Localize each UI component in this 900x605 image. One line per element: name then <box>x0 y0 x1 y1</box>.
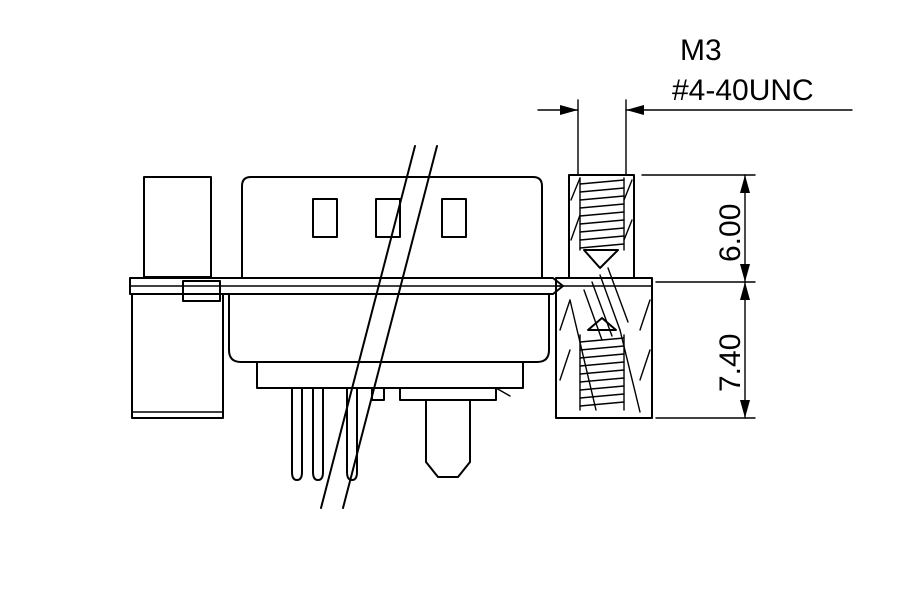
break-lines <box>320 145 438 509</box>
insulator-base <box>256 361 524 389</box>
dimension-lower-value: 7.40 <box>714 334 747 392</box>
left-clip <box>182 280 221 302</box>
callout-thread-label: #4-40UNC <box>672 74 814 107</box>
arrow-upper-top <box>740 175 750 193</box>
break-line-2 <box>342 145 438 509</box>
tab-chamfer <box>495 387 511 397</box>
arrow-lower-bottom <box>740 400 750 418</box>
upper-thread <box>579 177 625 269</box>
left-post-upper <box>143 176 212 278</box>
connector-shell <box>241 176 543 279</box>
insulator-body <box>228 293 550 401</box>
pin-1 <box>291 387 303 481</box>
standoff-section <box>555 174 653 419</box>
arrow-right <box>626 105 644 115</box>
mounting-flange <box>129 277 564 295</box>
height-dimensions <box>641 174 756 419</box>
standoff-hex-body <box>555 277 653 419</box>
contact-window-3 <box>441 198 467 238</box>
callout-size-label: M3 <box>680 34 722 67</box>
board-lock-base <box>399 387 497 401</box>
left-post-lower <box>131 293 224 419</box>
lower-drill-point <box>587 317 617 331</box>
arrow-lower-top <box>740 282 750 300</box>
flange-plate <box>129 277 564 295</box>
contact-window-2 <box>375 198 401 238</box>
pin-3 <box>346 387 358 481</box>
left-bracket <box>131 176 224 419</box>
contact-window-1 <box>312 198 338 238</box>
upper-drill-point <box>583 249 619 269</box>
dimension-upper-value: 6.00 <box>714 204 747 262</box>
thread-width-dimension <box>537 99 853 176</box>
shell-upper <box>241 176 543 279</box>
board-lock-peg <box>425 399 471 478</box>
section-hatching <box>559 177 651 413</box>
arrow-upper-bottom <box>740 264 750 282</box>
lower-thread <box>579 317 625 411</box>
contact-pins <box>291 387 358 481</box>
break-line-1 <box>320 145 416 509</box>
pin-2 <box>312 387 324 481</box>
arrow-left <box>560 105 578 115</box>
